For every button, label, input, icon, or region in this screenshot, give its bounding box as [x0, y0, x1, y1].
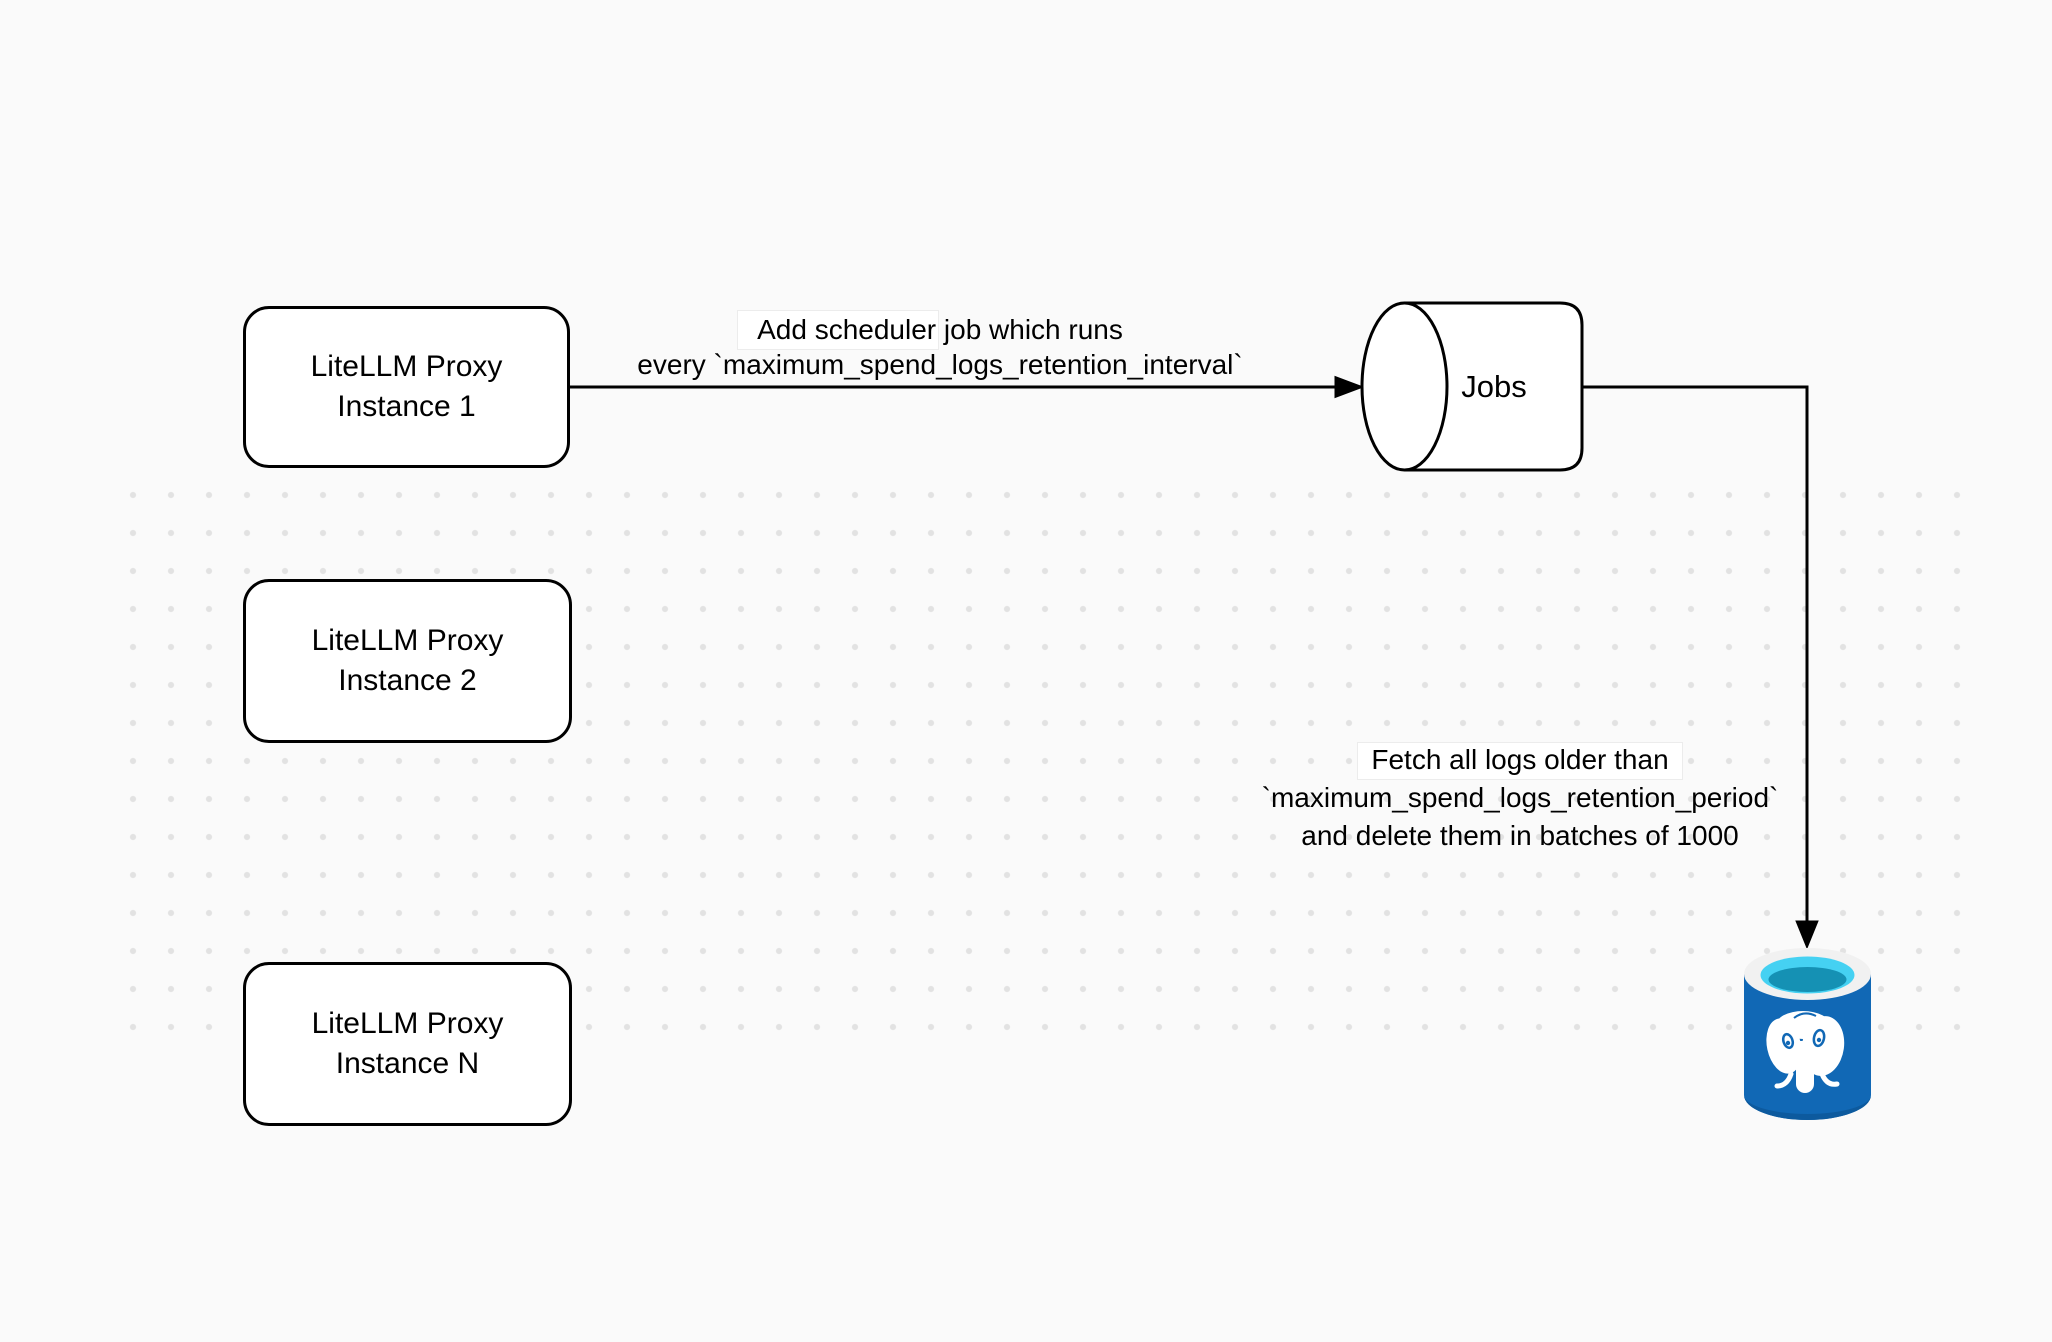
edge-label-line1: Add scheduler job which runs [757, 314, 1123, 345]
node-label-line1: LiteLLM Proxy [311, 624, 504, 657]
node-label-line2: Instance 1 [337, 390, 476, 423]
edge-label-line2: every `maximum_spend_logs_retention_inte… [637, 349, 1243, 380]
edge-label-background [1357, 742, 1683, 780]
postgres-elephant-glyph [1766, 1011, 1845, 1093]
scheduler-edge-arrow [570, 375, 1365, 399]
edge-label-fetch-delete: Fetch all logs older than `maximum_spend… [1230, 741, 1810, 855]
edge-label-background [737, 310, 939, 350]
edge-label-line2: `maximum_spend_logs_retention_period` [1261, 782, 1779, 813]
edge-label-line3: and delete them in batches of 1000 [1301, 820, 1739, 851]
node-label-line1: LiteLLM Proxy [310, 350, 503, 383]
jobs-queue-shape [1360, 301, 1584, 472]
edge-label-line1: Fetch all logs older than [1371, 744, 1669, 775]
jobs-queue-label: Jobs [1461, 369, 1527, 404]
node-label-line2: Instance 2 [338, 664, 477, 697]
node-litellm-proxy-instance-n: LiteLLM Proxy Instance N [243, 962, 572, 1126]
node-label-line2: Instance N [335, 1047, 480, 1080]
delete-edge-arrow [1580, 385, 1819, 950]
postgresql-database-icon [1744, 948, 1871, 1120]
node-litellm-proxy-instance-1: LiteLLM Proxy Instance 1 [243, 306, 570, 468]
edge-label-add-scheduler: Add scheduler job which runs every `maxi… [600, 312, 1280, 382]
node-litellm-proxy-instance-2: LiteLLM Proxy Instance 2 [243, 579, 572, 743]
node-label-line1: LiteLLM Proxy [311, 1007, 504, 1040]
